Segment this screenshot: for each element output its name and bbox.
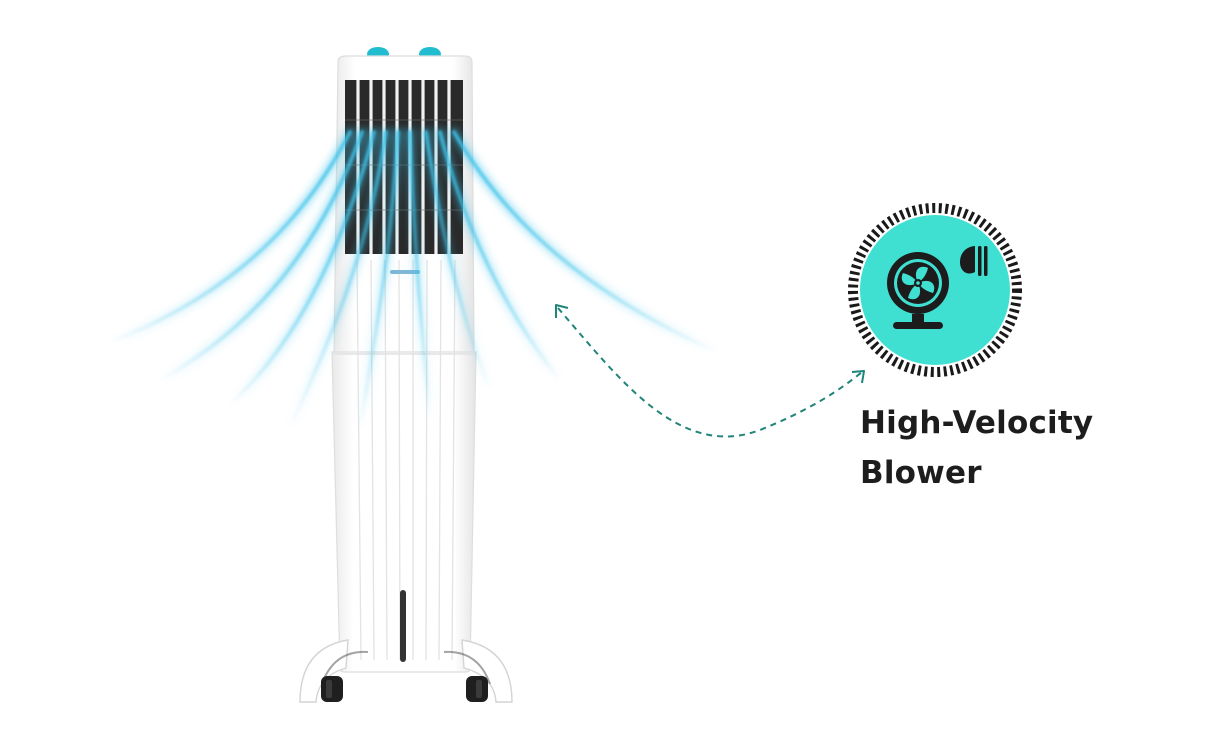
brand-badge [390,270,420,274]
right-leg [461,639,513,703]
connector-arrow [555,304,865,438]
water-level-window [400,590,406,662]
feature-title-line-1: High-Velocity [860,405,1094,441]
airflow-streams [105,127,723,435]
feature-badge [848,203,1022,377]
feature-title: High-Velocity Blower [860,398,1190,498]
blower-fan-icon [887,246,988,329]
feature-title-line-2: Blower [860,455,982,491]
body-louvres [356,259,456,661]
left-leg [299,639,349,703]
